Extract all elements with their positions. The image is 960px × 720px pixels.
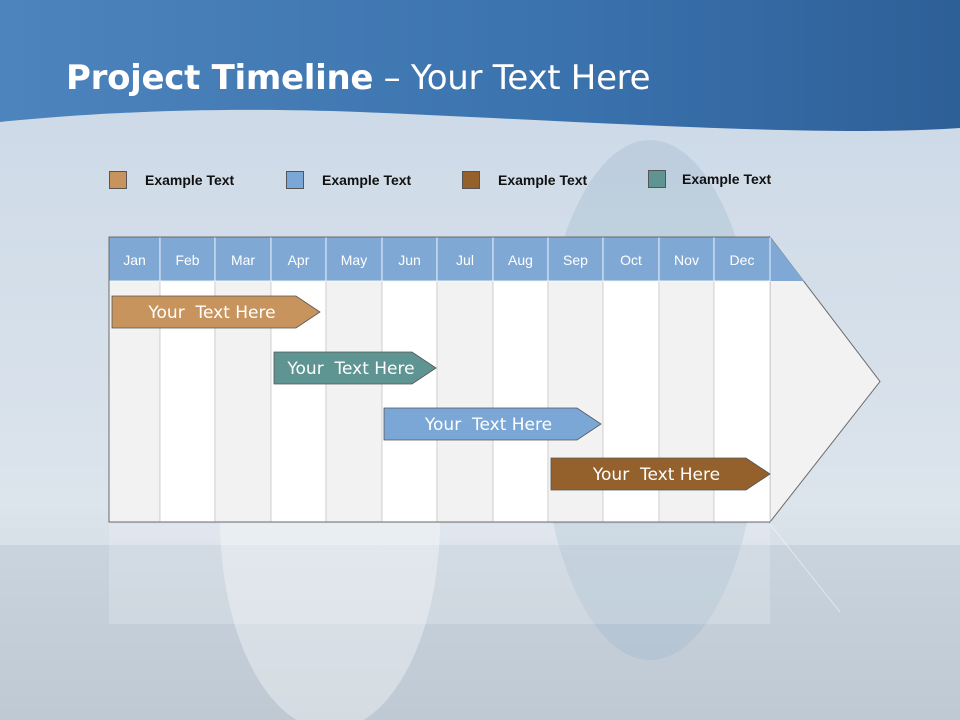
- legend-label: Example Text: [322, 172, 412, 188]
- month-label: Aug: [508, 252, 533, 268]
- month-header-cell: [159, 236, 216, 282]
- month-label: May: [341, 252, 367, 268]
- reflection-line: [769, 523, 841, 613]
- legend-label: Example Text: [498, 172, 588, 188]
- month-label: Sep: [563, 252, 588, 268]
- month-label: Jun: [398, 252, 421, 268]
- month-column: [381, 280, 438, 523]
- task-bar: [111, 295, 321, 329]
- legend-swatch: [109, 171, 127, 189]
- task-bar: [550, 457, 771, 491]
- month-header-cell: [325, 236, 383, 282]
- month-column: [436, 280, 494, 523]
- page-title: Project Timeline – Your Text Here: [66, 58, 651, 98]
- title-subtitle: – Your Text Here: [373, 58, 651, 98]
- legend-swatch: [462, 171, 480, 189]
- month-header-cell: [436, 236, 494, 282]
- task-bar: [383, 407, 602, 441]
- legend-swatch: [648, 170, 666, 188]
- legend-swatch: [286, 171, 304, 189]
- month-header-cell: [270, 236, 327, 282]
- month-label: Mar: [231, 252, 255, 268]
- month-label: Feb: [175, 252, 199, 268]
- month-label: Jan: [123, 252, 146, 268]
- month-header-cell: [713, 236, 771, 282]
- month-label: Oct: [620, 252, 642, 268]
- month-label: Apr: [288, 252, 310, 268]
- timeline-reflection: [109, 524, 770, 624]
- task-label: Your Text Here: [286, 359, 414, 379]
- title-bold: Project Timeline: [66, 58, 374, 98]
- timeline-frame: [108, 236, 770, 523]
- month-label: Dec: [730, 252, 755, 268]
- task-label: Your Text Here: [592, 465, 720, 485]
- month-label: Jul: [456, 252, 474, 268]
- month-header-cell: [547, 236, 604, 282]
- task-label: Your Text Here: [147, 303, 275, 323]
- task-bar: [273, 351, 437, 385]
- task-label: Your Text Here: [424, 415, 552, 435]
- arrow-head-header: [770, 237, 804, 281]
- month-header-cell: [381, 236, 438, 282]
- month-header-cell: [658, 236, 715, 282]
- month-header-cell: [602, 236, 660, 282]
- legend-label: Example Text: [682, 171, 772, 187]
- month-header-cell: [492, 236, 549, 282]
- month-label: Nov: [674, 252, 699, 268]
- legend-label: Example Text: [145, 172, 235, 188]
- month-column: [492, 280, 549, 523]
- month-column: [325, 280, 383, 523]
